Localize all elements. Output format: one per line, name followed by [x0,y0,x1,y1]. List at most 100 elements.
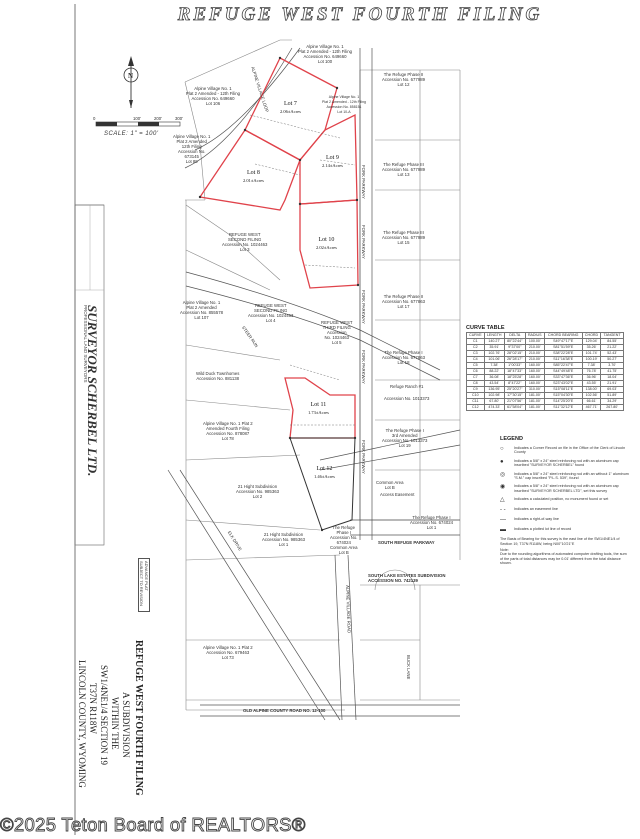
road-label: SOUTH REFUGE PARKWAY [378,540,435,545]
parcel-label: Refuge Ranch #1 [390,384,424,389]
svg-text:N: N [128,72,133,80]
parcel-label: The Refuge Phase II Accession No. 677863… [382,294,425,309]
parcel-label: REFUGE WEST SECOND FILING Accession No. … [248,303,294,323]
parcel-label: Alpine Village No. 1 Plat 2 Amended - 12… [298,44,352,64]
curve-table-header: RADIUS [524,332,545,339]
curve-table-cell: 21°07'56" [503,398,526,405]
parcel-label: Alpine Village No. 1 Plat 2 Amended Four… [203,421,253,441]
parcel-label: Access Easement [380,492,415,497]
legend-symbol-icon: △ [500,497,505,504]
curve-table-cell: 474.33' [483,404,505,411]
parcel-label: Common Area Lot B [376,480,404,490]
side-subtitle: T37N R118W [88,683,98,734]
page-title: REFUGE WEST FOURTH FILING [177,4,543,26]
side-subtitle: LINCOLN COUNTY, WYOMING [77,660,87,788]
legend: LEGEND ○Indicates a Corner Record on fil… [500,436,630,566]
legend-text: Indicates a plotted lot line of record [514,527,572,532]
drafting-note: Note: Due to the rounding algorithms of … [500,548,627,566]
curve-table-cell: 467.71' [581,404,602,411]
legend-symbol-icon: - - [500,507,506,514]
scale-label: SCALE: 1" = 100' [104,131,159,137]
curve-table-header: CHORD [581,332,602,339]
parcel-label: The Refuge Phase I Accession No. 674024 … [330,525,358,555]
side-title: REFUGE WEST FOURTH FILING [133,640,144,796]
curve-table-cell: 80°22'44" [503,338,526,345]
lot-8-boundary [198,129,301,211]
curve-table-cell: 18°47'33" [503,368,526,375]
curve-table-cell: 18°25'28" [503,374,526,381]
parcel-label: The Refuge Phase I 3rd Amended Accession… [382,428,428,448]
legend-text: Indicates a right-of-way line [514,517,559,522]
legend-symbol-icon: ◉ [500,484,506,491]
surveyor-address: PROFESSIONAL LAND SURVEYORS [83,305,88,383]
curve-table-header: CURVE [466,332,485,339]
north-arrow-icon: N [123,56,139,108]
side-subtitle: SW1/4NE1/4 SECTION 19 [99,665,109,765]
parcel-label: 21 Hight Subdivision Accession No. 98536… [236,484,279,499]
legend-title: LEGEND [500,436,523,442]
curve-table-header: TANGENT [600,332,624,339]
curve-table-cell: 181.00' [524,404,545,411]
parcel-label: REFUGE WEST THIRD FILING Accession No. 1… [321,320,353,345]
advance-plat-box [138,558,150,612]
curve-table-header: CHORD BEARING [543,332,583,339]
legend-text: Indicates an easement line [514,507,558,512]
lot-12-boundary [289,437,356,531]
legend-symbol-icon: ○ [500,446,504,452]
parcel-label: 21 Hight Subdivision Accession No. 98536… [262,532,305,547]
scale-tick: 200' [154,116,162,121]
scale-bar [95,121,181,127]
legend-symbol-icon: ◎ [500,471,506,478]
curve-table-cell: 17°30'15" [503,392,526,399]
lot-11-boundary [284,377,356,439]
legend-item: - - Indicates an easement line [500,507,630,513]
legend-item: ○Indicates a Corner Record on file in th… [500,446,630,455]
legend-item: ◎Indicates a 5/8" x 24" steel reinforcin… [500,472,630,481]
legend-symbol-icon: — [500,517,506,524]
parcel-label: Wild Duck Townhomes Accession No. 881138 [196,371,240,381]
parcel-label: Alpine Village No. 1 Plat 2 Accession No… [203,645,253,660]
road-label: FORK PARKWAY [361,225,366,259]
curve-table-cell: 267.80' [600,404,624,411]
curve-table-header: LENGTH [483,332,505,339]
parcel-label: The Refuge Phase I Accession No. 677863 … [382,350,425,365]
parcel-label: The Refuge Phase III Accession No. 67798… [382,230,425,245]
road-label: FORK PARKWAY [361,290,366,324]
curve-table-cell: S11°32'12"E [543,404,583,411]
basis-of-bearing: The Basis of Bearing for this survey is … [500,537,620,546]
scale-tick: 100' [133,116,141,121]
curve-table-cell: C12 [466,404,485,411]
curve-table-cell: 61°58'04" [503,404,526,411]
legend-text: Indicates a 5/8" x 24" steel reinforcing… [514,458,619,468]
curve-table-cell: 28°02'15" [503,350,526,357]
legend-item: △ Indicates a calculated position, no mon… [500,497,630,503]
scale-tick: 0 [93,116,96,121]
side-subtitle: WITHIN THE [110,697,120,750]
subject-lot-lines [198,57,359,439]
legend-item: ◉Indicates a 5/8" x 24" steel reinforcin… [500,484,630,493]
curve-table-cell: 26°28'17" [503,356,526,363]
side-subtitle: A SUBDIVISION [121,692,131,758]
parcel-label: REFUGE WEST SECOND FILING Accession No. … [222,232,268,252]
parcel-label: Alpine Village No. 1 Plat 2 Amended Acce… [180,300,223,320]
legend-item: ▬ Indicates a plotted lot line of record [500,527,630,533]
road-label: FORK PARKWAY [361,440,366,474]
subdivision-label: SOUTH LAKE ESTATES SUBDIVISION ACCESSION… [368,573,446,583]
curve-table-cell: 25°20'27" [503,386,526,393]
legend-item: ●Indicates a 5/8" x 24" steel reinforcin… [500,459,630,468]
legend-text: Indicates a calculated position, no monu… [514,497,609,502]
legend-symbol-icon: ▬ [500,527,506,534]
